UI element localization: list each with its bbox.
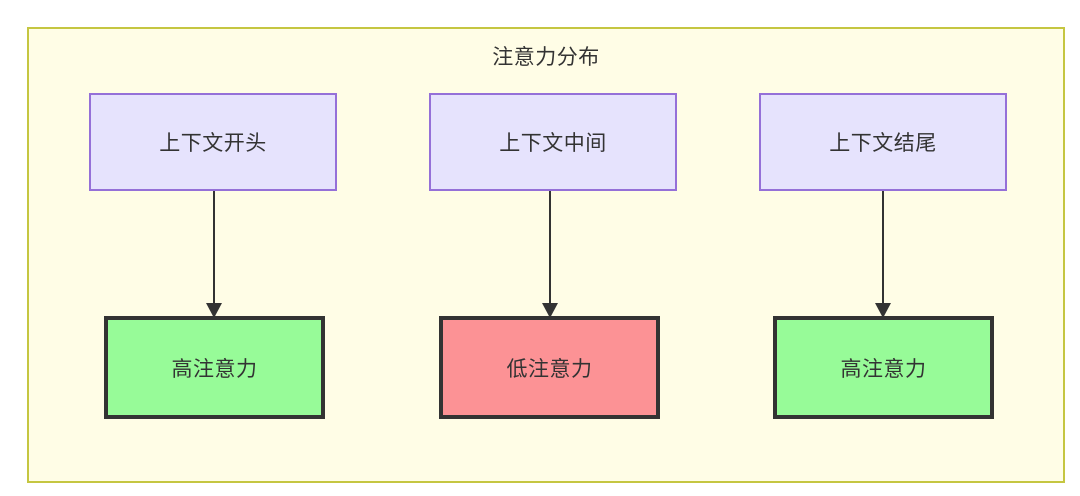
node-attention-low-middle[interactable]: 低注意力 bbox=[439, 316, 660, 419]
node-context-start-label: 上下文开头 bbox=[159, 132, 267, 155]
node-attention-high-start[interactable]: 高注意力 bbox=[104, 316, 325, 419]
node-attention-high-end[interactable]: 高注意力 bbox=[773, 316, 994, 419]
node-context-end[interactable]: 上下文结尾 bbox=[759, 93, 1007, 191]
node-context-middle-label: 上下文中间 bbox=[499, 132, 607, 155]
subgraph-title: 注意力分布 bbox=[492, 46, 600, 69]
node-context-middle[interactable]: 上下文中间 bbox=[429, 93, 677, 191]
node-context-end-label: 上下文结尾 bbox=[829, 132, 937, 155]
node-context-start[interactable]: 上下文开头 bbox=[89, 93, 337, 191]
node-attention-high-end-label: 高注意力 bbox=[840, 357, 927, 381]
node-attention-high-start-label: 高注意力 bbox=[171, 357, 258, 381]
node-attention-low-middle-label: 低注意力 bbox=[506, 357, 593, 381]
